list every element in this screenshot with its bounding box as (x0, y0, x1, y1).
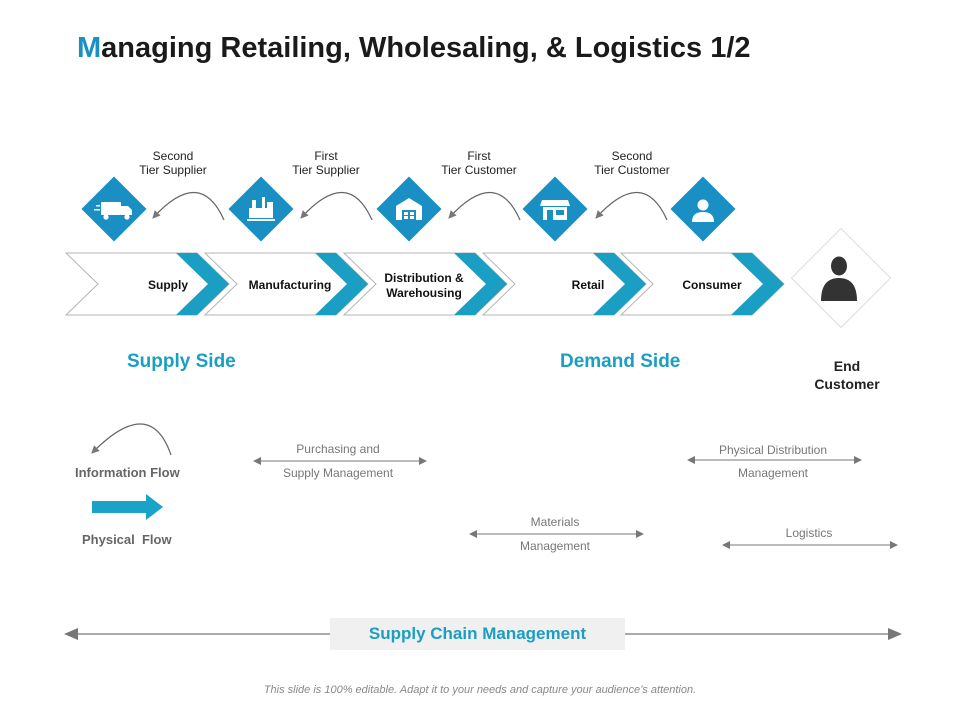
stage-chevron-consumer (619, 252, 785, 316)
demand-side-label: Demand Side (560, 351, 681, 372)
end-customer-diamond (790, 227, 892, 329)
info-arc-4 (595, 192, 668, 221)
store-icon (540, 200, 570, 220)
truck-icon (94, 202, 132, 220)
flow-purchasing-line2: Supply Management (282, 466, 394, 480)
person-icon (821, 256, 857, 301)
stage-chevron-distribution (342, 252, 508, 316)
flow-purchasing-line1: Purchasing and (296, 442, 380, 456)
flow-materials-line2: Management (519, 539, 591, 553)
info-arc-1 (152, 192, 225, 221)
supply-side-label: Supply Side (127, 351, 236, 372)
scm-arrow-right-head (888, 628, 902, 640)
scm-label: Supply Chain Management (368, 624, 587, 643)
info-arc-3 (448, 192, 521, 221)
tier-diamond-second-customer (522, 176, 588, 242)
scm-box (330, 618, 625, 650)
flow-physical-distribution-line2: Management (737, 466, 809, 480)
stage-label-manufacturing: Manufacturing (248, 278, 332, 292)
title-first-letter: M (77, 32, 102, 64)
stage-label-supply: Supply (147, 278, 188, 292)
tier-diamond-first-supplier (228, 176, 294, 242)
title-rest: anaging Retailing, Wholesaling, & Logist… (101, 32, 751, 64)
flow-physical-distribution-line1: Physical Distribution (718, 443, 828, 457)
legend-info-arc (91, 423, 172, 456)
stage-label-retail: Retail (571, 278, 605, 292)
user-icon (692, 199, 714, 222)
info-arc-2 (300, 192, 373, 221)
warehouse-icon (396, 198, 422, 220)
flow-logistics: Logistics (785, 526, 833, 540)
legend-physical-flow: Physical Flow (82, 532, 172, 547)
legend-physical-arrow (92, 494, 163, 520)
tier-diamond-consumer (670, 176, 736, 242)
legend-information-flow: Information Flow (75, 465, 180, 480)
stage-chevron-retail (481, 252, 647, 316)
stage-label-distribution: Distribution &Warehousing (384, 271, 464, 300)
tier-diamond-second-supplier (81, 176, 147, 242)
footer-note: This slide is 100% editable. Adapt it to… (263, 684, 697, 696)
stage-label-consumer: Consumer (682, 278, 742, 292)
scm-arrow-left-head (64, 628, 78, 640)
stage-chevron-supply (64, 252, 230, 316)
tier-diamond-first-customer (376, 176, 442, 242)
factory-icon (247, 197, 275, 221)
page-title: Managing Retailing, Wholesaling, & Logis… (77, 32, 751, 65)
stage-chevron-manufacturing (203, 252, 369, 316)
flow-materials-line1: Materials (530, 515, 580, 529)
